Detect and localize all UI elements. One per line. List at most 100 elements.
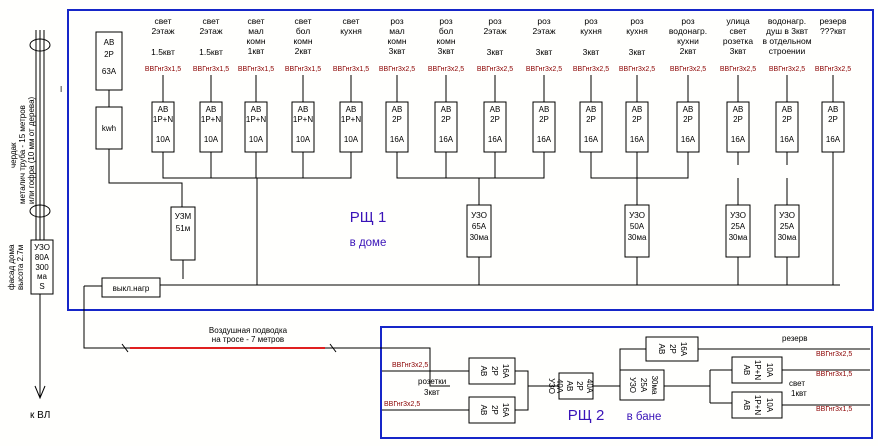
group-breaker-line: АВ xyxy=(346,105,357,114)
svg-text:300: 300 xyxy=(35,263,49,272)
group-cable: ВВГнг3х2,5 xyxy=(428,66,464,73)
group-breaker-line: 1Р+N xyxy=(341,115,361,124)
group-label-line: роз xyxy=(537,16,550,26)
marker-label: I xyxy=(60,85,62,94)
group-label-line: свет xyxy=(729,26,746,36)
group-cable: ВВГнг3х2,5 xyxy=(379,66,415,73)
svg-text:чердак: чердак xyxy=(9,142,18,168)
group-label-line: роз xyxy=(439,16,452,26)
group-label-line: 3квт xyxy=(389,46,406,56)
group-label-line: 1квт xyxy=(248,46,265,56)
group-power: 1.5квт xyxy=(199,47,223,57)
group-label-line: 2квт xyxy=(295,46,312,56)
svg-text:25А: 25А xyxy=(639,378,648,393)
group-breaker-line: 2Р xyxy=(828,115,838,124)
rcd-line: УЗО xyxy=(779,211,795,220)
svg-text:2Р: 2Р xyxy=(104,50,114,59)
svg-text:АВ: АВ xyxy=(742,365,751,376)
group-label-line: свет xyxy=(154,16,171,26)
svg-text:АВ: АВ xyxy=(657,344,666,355)
panel2-reserve-cable: ВВГнг3х2,5 xyxy=(816,351,852,358)
group-cable: ВВГнг3х2,5 xyxy=(670,66,706,73)
group-breaker-line: 2Р xyxy=(586,115,596,124)
group-breaker-line: 16А xyxy=(731,135,746,144)
panel2-light-breaker-1: АВ 1Р+N 10А xyxy=(731,356,783,384)
group-power: 3квт xyxy=(536,47,553,57)
svg-text:16А: 16А xyxy=(501,364,510,379)
group-cable: ВВГнг3х2,5 xyxy=(526,66,562,73)
panel2-light-cable-2: ВВГнг3х1,5 xyxy=(816,406,852,413)
svg-text:kwh: kwh xyxy=(102,124,116,133)
svg-text:2Р: 2Р xyxy=(575,381,584,391)
group-breaker-line: 16А xyxy=(439,135,454,144)
input-cable xyxy=(29,30,51,400)
group-breaker-line: 2Р xyxy=(539,115,549,124)
group-breaker-line: 2Р xyxy=(782,115,792,124)
svg-text:10А: 10А xyxy=(765,363,774,378)
group-label-line: мал xyxy=(248,26,264,36)
svg-text:10А: 10А xyxy=(765,398,774,413)
group-label-line: 2квт xyxy=(680,46,697,56)
svg-text:80А: 80А xyxy=(35,253,50,262)
group-label-line: 2этаж xyxy=(151,26,174,36)
group-breaker-line: АВ xyxy=(683,105,694,114)
svg-text:или гофра (10 мм от дерева): или гофра (10 мм от дерева) xyxy=(27,96,36,204)
group-label-line: мал xyxy=(389,26,405,36)
group-breaker-line: АВ xyxy=(586,105,597,114)
rcd-line: 25А xyxy=(731,222,746,231)
group-label-line: свет xyxy=(342,16,359,26)
group-breaker-line: АВ xyxy=(539,105,550,114)
panel1-groups: свет2этаж1.5квтВВГнг3х1,5АВ1Р+N10Асвет2э… xyxy=(145,16,851,165)
group-power: 3квт xyxy=(487,47,504,57)
group-label-line: бол xyxy=(296,26,310,36)
group-label-line: свет xyxy=(294,16,311,26)
group-breaker-line: АВ xyxy=(632,105,643,114)
group-label-line: кухня xyxy=(580,26,602,36)
group-power: 1.5квт xyxy=(151,47,175,57)
svg-text:АВ: АВ xyxy=(742,400,751,411)
group-breaker-line: АВ xyxy=(251,105,262,114)
group-breaker-line: 16А xyxy=(488,135,503,144)
to-grid-label: к ВЛ xyxy=(30,410,50,421)
group-power: 3квт xyxy=(583,47,600,57)
group-label-line: бол xyxy=(439,26,453,36)
group-label-line: 2этаж xyxy=(532,26,555,36)
panel1-meter: kwh xyxy=(95,106,123,150)
group-breaker-line: 1Р+N xyxy=(293,115,313,124)
group-breaker-line: 2Р xyxy=(683,115,693,124)
panel2-socket-breaker-1: АВ 2Р 16А xyxy=(468,357,516,385)
group-label-line: комн xyxy=(387,36,406,46)
group-cable: ВВГнг3х1,5 xyxy=(285,66,321,73)
group-breaker-line: 16А xyxy=(826,135,841,144)
svg-text:УЗО: УЗО xyxy=(628,377,637,393)
group-label-line: кухни xyxy=(677,36,699,46)
panel2-subtitle: в бане xyxy=(627,411,662,423)
group-label-line: комн xyxy=(246,36,265,46)
svg-text:АВ: АВ xyxy=(565,381,574,392)
group-power: 3квт xyxy=(629,47,646,57)
group-label-line: резерв xyxy=(819,16,847,26)
group-breaker-line: 2Р xyxy=(733,115,743,124)
svg-text:1Р+N: 1Р+N xyxy=(753,395,762,415)
panel2-main-breaker: АВ 2Р 40А xyxy=(558,372,594,400)
group-label-line: розетка xyxy=(723,36,753,46)
group-breaker-line: 16А xyxy=(390,135,405,144)
panel2-sockets-label-1: розетки xyxy=(418,377,446,386)
rcd-line: УЗО xyxy=(471,211,487,220)
svg-text:1Р+N: 1Р+N xyxy=(753,360,762,380)
rcd-line: УЗО xyxy=(730,211,746,220)
panel2-sockets-label-2: 3квт xyxy=(424,388,440,397)
attic-label: чердак металич труба - 15 метров или гоф… xyxy=(9,96,36,204)
group-label-line: 2этаж xyxy=(199,26,222,36)
panel1-main-breaker: АВ 2Р 63А xyxy=(95,31,123,91)
svg-text:2Р: 2Р xyxy=(490,366,499,376)
group-breaker-line: 10А xyxy=(249,135,264,144)
rcd-line: 50А xyxy=(630,222,645,231)
